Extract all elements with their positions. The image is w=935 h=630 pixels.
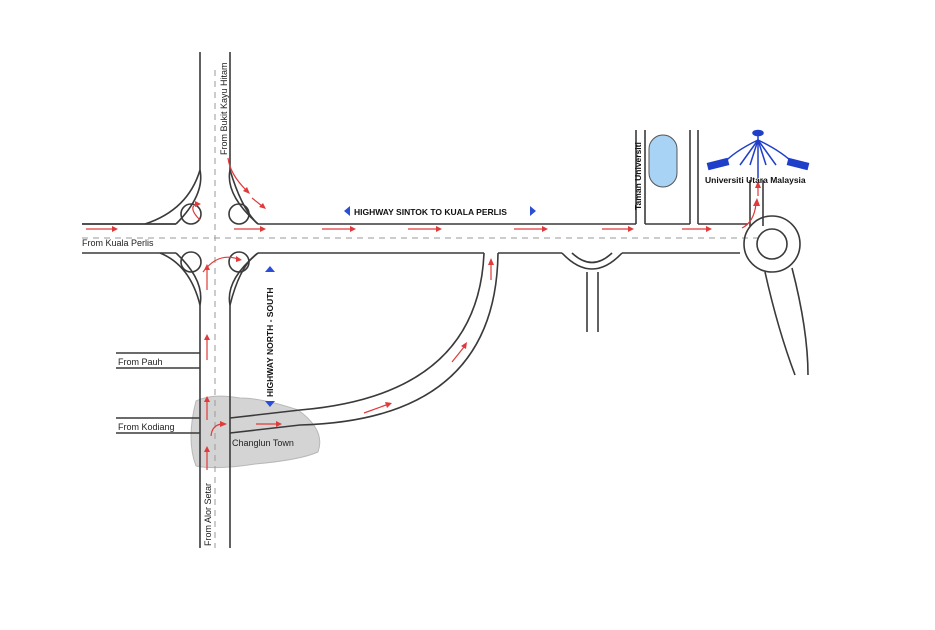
route-arrow — [204, 334, 210, 360]
highway-north-south-bottom-marker-icon — [265, 401, 275, 407]
route-arrow — [755, 181, 761, 196]
route-arrow — [192, 201, 201, 221]
changlun-link-road — [229, 252, 499, 434]
label-changlun-town: Changlun Town — [232, 438, 294, 448]
label-from-kuala-perlis: From Kuala Perlis — [82, 238, 154, 248]
route-arrow — [514, 226, 548, 232]
route-arrow — [202, 256, 242, 273]
highway-east-west — [82, 223, 760, 254]
label-highway-sintok: HIGHWAY SINTOK TO KUALA PERLIS — [354, 207, 507, 217]
label-from-bukit-kayu-hitam: From Bukit Kayu Hitam — [219, 62, 229, 155]
label-from-kodiang: From Kodiang — [118, 422, 175, 432]
label-from-pauh: From Pauh — [118, 357, 163, 367]
lake — [648, 134, 678, 188]
uum-roundabout — [743, 180, 809, 376]
taman-universiti-roads — [561, 130, 699, 332]
route-arrow — [488, 258, 494, 280]
route-arrow — [363, 402, 392, 414]
route-arrow — [234, 226, 266, 232]
route-arrow — [682, 226, 712, 232]
route-arrow — [602, 226, 634, 232]
route-arrow — [210, 421, 227, 437]
university-logo-icon — [706, 129, 810, 178]
route-arrow — [251, 197, 266, 209]
label-taman-universiti: Taman Universiti — [633, 142, 643, 210]
route-arrows — [86, 157, 761, 470]
route-arrow — [227, 157, 250, 194]
route-arrow — [741, 198, 760, 229]
cloverleaf-interchange — [82, 169, 259, 306]
label-universiti-utara: Universiti Utara Malaysia — [705, 175, 806, 185]
changlun-town-area — [190, 395, 321, 469]
route-arrow — [322, 226, 356, 232]
highway-north-south-top-marker-icon — [265, 266, 275, 272]
route-arrow — [204, 396, 210, 420]
highway-sintok-east-marker-icon — [530, 206, 536, 216]
route-arrow — [204, 446, 210, 470]
label-highway-north-south: HIGHWAY NORTH - SOUTH — [265, 287, 275, 397]
route-arrow — [86, 226, 118, 232]
route-arrow — [408, 226, 442, 232]
route-arrow — [451, 342, 467, 363]
highway-sintok-west-marker-icon — [344, 206, 350, 216]
route-arrow — [256, 421, 282, 427]
highway-north-south — [116, 52, 231, 548]
label-from-alor-setar: From Alor Setar — [203, 483, 213, 546]
